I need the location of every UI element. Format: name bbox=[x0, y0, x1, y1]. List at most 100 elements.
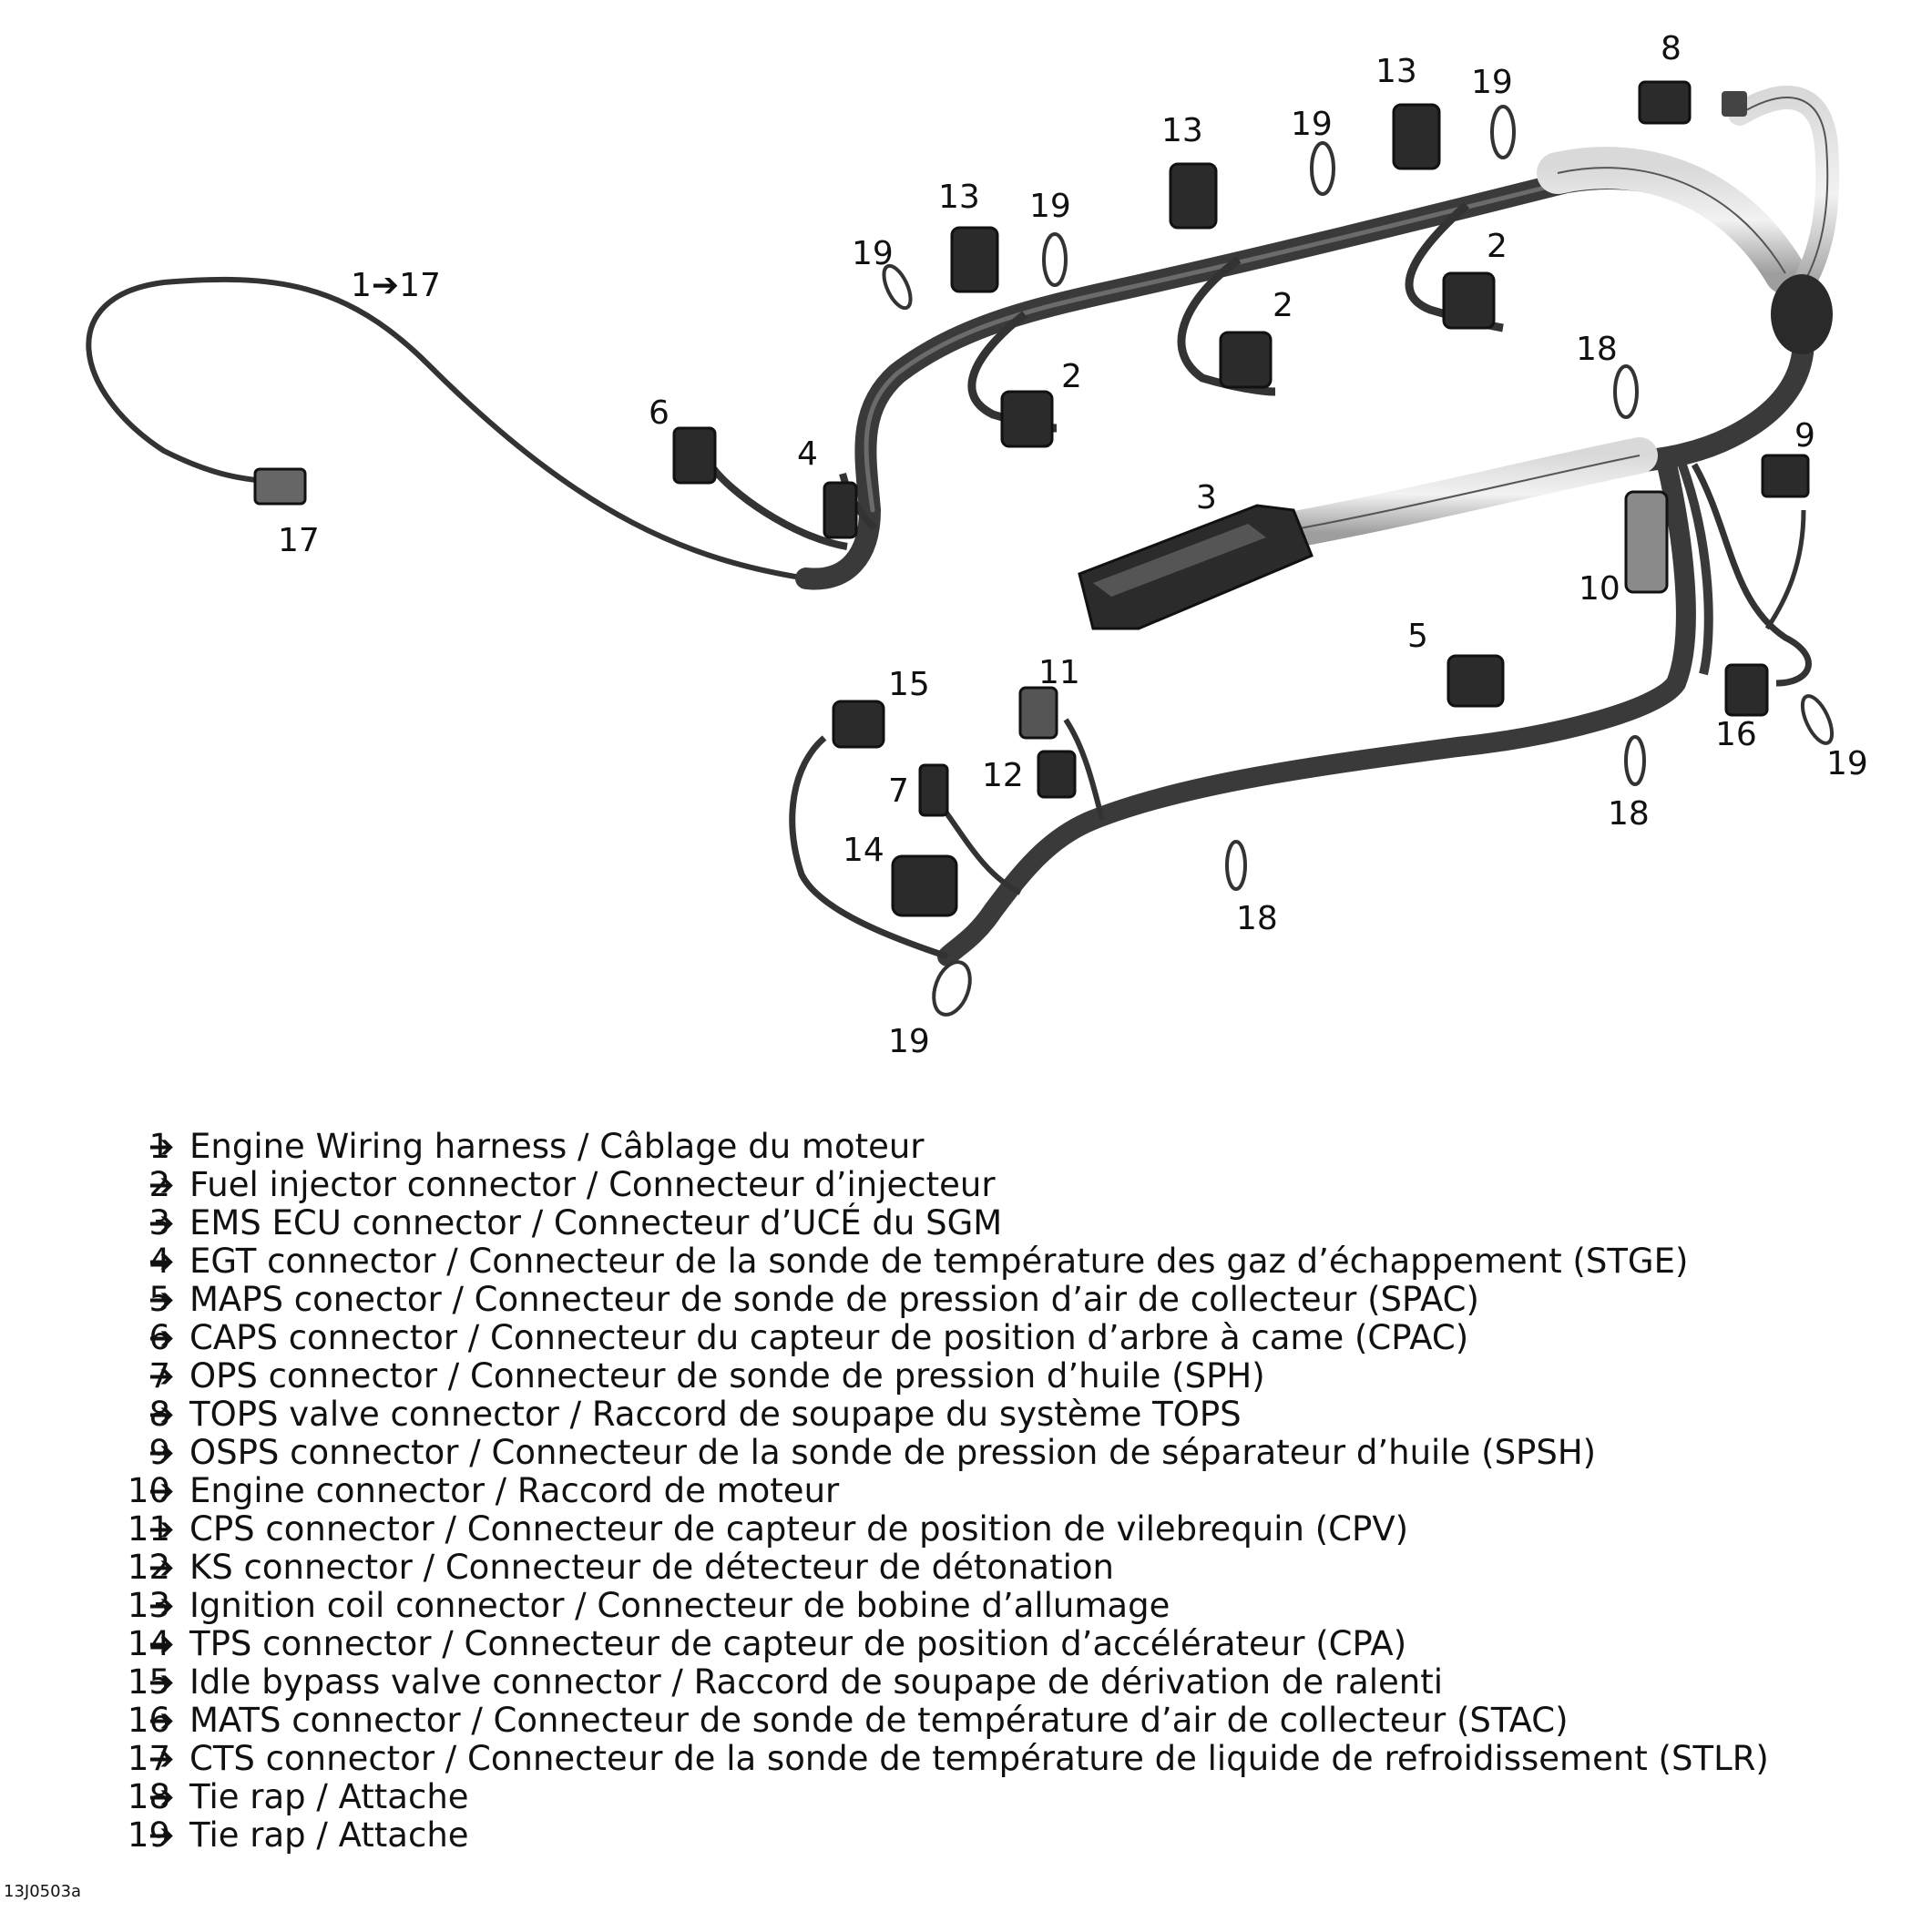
callout-9: 9 bbox=[1794, 417, 1815, 455]
callout-13: 13 bbox=[1375, 53, 1417, 90]
legend-item-17: 17➔ CTS connector / Connecteur de la sond… bbox=[0, 1740, 1932, 1778]
legend-number: 2 bbox=[148, 1165, 170, 1204]
harness-sheath-upper-outline bbox=[1557, 167, 1786, 274]
cts-wire bbox=[86, 276, 807, 581]
callout-16: 16 bbox=[1715, 716, 1757, 753]
legend-item-10: 10➔Engine connector / Raccord de moteur bbox=[0, 1472, 1932, 1510]
legend-description: CAPS connector / Connecteur du capteur d… bbox=[189, 1318, 1469, 1357]
legend-description: Tie rap / Attache bbox=[189, 1815, 469, 1855]
fuel-injector-connector-1 bbox=[1000, 390, 1054, 448]
legend-item-12: 12➔ KS connector / Connecteur de détecteu… bbox=[0, 1549, 1932, 1587]
legend-number: 12 bbox=[127, 1548, 170, 1587]
callout-19: 19 bbox=[888, 1023, 930, 1060]
harness-lower-trunk bbox=[937, 455, 1696, 966]
legend-description: Tie rap / Attache bbox=[189, 1777, 469, 1816]
mats-connector bbox=[1724, 663, 1769, 717]
egt-connector bbox=[823, 481, 858, 539]
legend-description: EGT connector / Connecteur de la sonde d… bbox=[189, 1242, 1689, 1281]
callout-19: 19 bbox=[1471, 64, 1513, 101]
callout-17: 17 bbox=[278, 522, 320, 559]
legend-description: CPS connector / Connecteur de capteur de… bbox=[189, 1509, 1409, 1549]
callout-19: 19 bbox=[1029, 188, 1071, 225]
engine-connector bbox=[1624, 490, 1669, 594]
cts-connector bbox=[253, 467, 307, 506]
caps-wire bbox=[707, 462, 848, 550]
ignition-coil-connector-2 bbox=[1169, 162, 1218, 230]
legend-description: KS connector / Connecteur de détecteur d… bbox=[189, 1548, 1114, 1587]
fuel-injector-connector-2 bbox=[1219, 331, 1273, 389]
wiring-harness-diagram: 1➔17 17 6 4 19 13 19 2 13 19 2 13 19 2 8… bbox=[86, 30, 1868, 1060]
ignition-coil-connector-1 bbox=[950, 226, 999, 293]
callout-8: 8 bbox=[1661, 30, 1682, 67]
legend-description: CTS connector / Connecteur de la sonde d… bbox=[189, 1739, 1769, 1778]
harness-main-trunk-highlight bbox=[864, 179, 1569, 513]
legend-item-15: 15➔ Idle bypass valve connector / Raccord… bbox=[0, 1663, 1932, 1702]
cps-connector bbox=[1018, 686, 1058, 740]
arrow-icon: ➔ bbox=[148, 1282, 175, 1318]
arrow-icon: ➔ bbox=[148, 1588, 175, 1624]
caps-connector bbox=[672, 426, 717, 485]
callout-4: 4 bbox=[797, 435, 818, 473]
legend-description: TOPS valve connector / Raccord de soupap… bbox=[189, 1395, 1242, 1434]
legend-number: 18 bbox=[127, 1777, 170, 1816]
callout-2: 2 bbox=[1487, 228, 1508, 265]
arrow-icon: ➔ bbox=[148, 1779, 175, 1815]
legend-description: OPS connector / Connecteur de sonde de p… bbox=[189, 1356, 1265, 1396]
legend-item-9: 9➔OSPS connector / Connecteur de la sond… bbox=[0, 1434, 1932, 1472]
legend-number: 13 bbox=[127, 1586, 170, 1625]
legend-item-19: 19➔Tie rap / Attache bbox=[0, 1816, 1932, 1855]
injector-wire-2 bbox=[1177, 256, 1276, 396]
tie-rap-18 bbox=[1613, 364, 1639, 419]
callout-18: 18 bbox=[1236, 900, 1278, 937]
legend-item-3: 3➔EMS ECU connector / Connecteur d’UCÉ d… bbox=[0, 1204, 1932, 1242]
osps-wire bbox=[1764, 509, 1806, 630]
callout-13: 13 bbox=[1161, 112, 1203, 149]
harness-grommet bbox=[1771, 274, 1833, 354]
osps-connector bbox=[1761, 454, 1810, 498]
legend-number: 8 bbox=[148, 1395, 170, 1434]
legend-item-6: 6➔CAPS connector / Connecteur du capteur… bbox=[0, 1319, 1932, 1357]
ops-connector bbox=[918, 763, 949, 817]
callout-18: 18 bbox=[1608, 795, 1650, 833]
legend-item-18: 18➔ Tie rap / Attache bbox=[0, 1778, 1932, 1816]
arrow-icon: ➔ bbox=[148, 1664, 175, 1701]
maps-connector bbox=[1446, 654, 1505, 708]
arrow-icon: ➔ bbox=[148, 1243, 175, 1280]
legend-item-2: 2➔Fuel injector connector / Connecteur d… bbox=[0, 1166, 1932, 1204]
callout-15: 15 bbox=[888, 666, 930, 703]
callout-12: 12 bbox=[982, 757, 1024, 794]
ks-connector bbox=[1037, 750, 1077, 799]
arrow-icon: ➔ bbox=[148, 1741, 175, 1777]
legend-number: 1 bbox=[148, 1127, 170, 1166]
callout-7: 7 bbox=[888, 772, 909, 810]
legend-number: 15 bbox=[127, 1662, 170, 1702]
tops-valve-connector bbox=[1638, 80, 1747, 125]
legend-item-14: 14➔TPS connector / Connecteur de capteur… bbox=[0, 1625, 1932, 1663]
mats-wire bbox=[1691, 463, 1812, 687]
tops-wire-outline bbox=[1739, 97, 1829, 292]
ems-ecu-connector bbox=[1078, 504, 1314, 630]
legend-description: OSPS connector / Connecteur de la sonde … bbox=[189, 1433, 1597, 1472]
tie-rap-18 bbox=[1225, 840, 1247, 891]
legend-description: TPS connector / Connecteur de capteur de… bbox=[189, 1624, 1407, 1663]
tie-rap-19 bbox=[1490, 105, 1516, 159]
arrow-icon: ➔ bbox=[148, 1549, 175, 1586]
legend-number: 10 bbox=[127, 1471, 170, 1510]
legend-description: Idle bypass valve connector / Raccord de… bbox=[189, 1662, 1444, 1702]
callout-10: 10 bbox=[1579, 570, 1620, 608]
legend-description: MATS connector / Connecteur de sonde de … bbox=[189, 1701, 1569, 1740]
tie-rap-18 bbox=[1624, 735, 1646, 786]
idle-bypass-valve-connector bbox=[832, 700, 885, 749]
idle-bypass-wire bbox=[789, 735, 949, 960]
legend-item-5: 5➔MAPS conector / Connecteur de sonde de… bbox=[0, 1281, 1932, 1319]
arrow-icon: ➔ bbox=[148, 1702, 175, 1739]
legend-number: 17 bbox=[127, 1739, 170, 1778]
harness-lower-trunk-2 bbox=[1676, 458, 1713, 676]
legend-item-16: 16➔MATS connector / Connecteur de sonde … bbox=[0, 1702, 1932, 1740]
legend-description: Ignition coil connector / Connecteur de … bbox=[189, 1586, 1170, 1625]
callout-19: 19 bbox=[1826, 745, 1868, 782]
tie-rap-19 bbox=[932, 960, 972, 1017]
callout-18: 18 bbox=[1576, 331, 1618, 368]
harness-sheath-upper bbox=[1537, 147, 1806, 294]
arrow-icon: ➔ bbox=[148, 1205, 175, 1242]
